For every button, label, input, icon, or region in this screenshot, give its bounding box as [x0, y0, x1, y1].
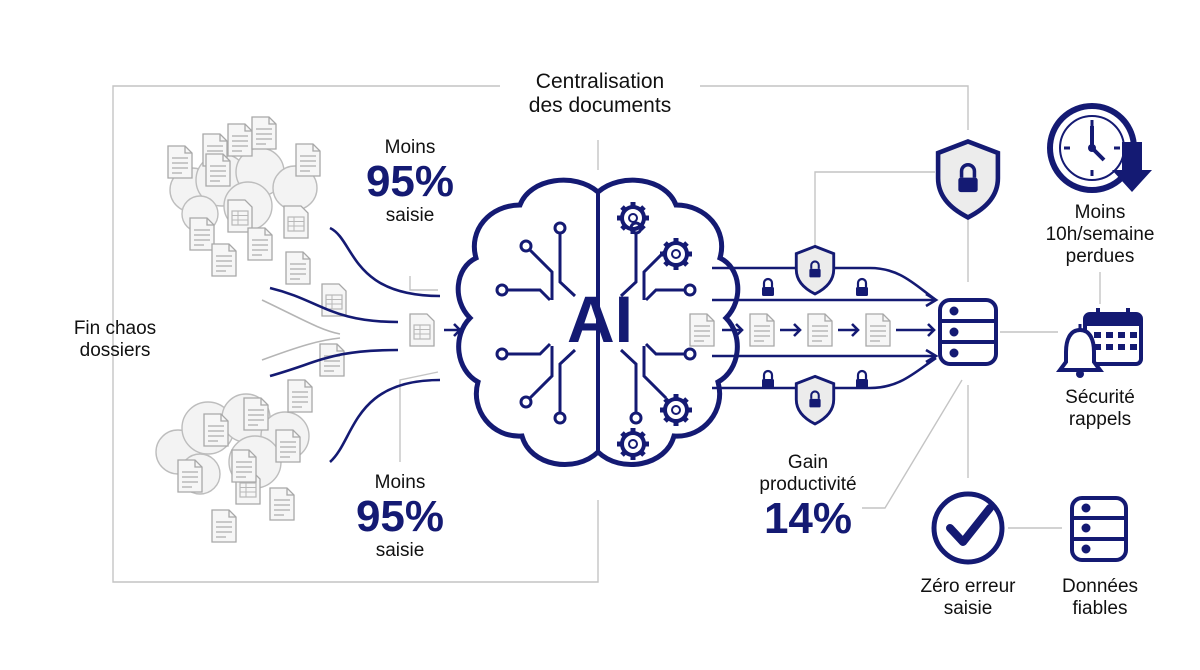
stat-top-suffix: saisie: [385, 205, 435, 227]
zero-error-line-1: Zéro erreur: [920, 576, 1016, 597]
calendar-icon: [1083, 308, 1143, 366]
reliable-data-line-1: Données: [1061, 576, 1139, 597]
reliable-data-line-2: fiables: [1072, 597, 1128, 619]
stat-top-value: 95%: [365, 156, 455, 206]
time-saved-line-2: 10h/semaine: [1045, 223, 1155, 245]
stat-bottom-prefix: Moins: [374, 472, 426, 493]
database-icon: [938, 298, 998, 366]
ai-label: AI: [567, 282, 633, 356]
pipeline-lines: [712, 266, 939, 390]
stat-top: Moins 95% saisie: [350, 137, 470, 227]
time-saved-line-3: perdues: [1065, 245, 1135, 267]
stat-top-prefix: Moins: [384, 137, 436, 158]
security-line-1: Sécurité: [1065, 387, 1135, 408]
funnel-lines-gray: [261, 299, 341, 361]
check-circle-icon: [931, 491, 1005, 565]
arrow-icons: [722, 323, 936, 337]
stat-bottom-value: 95%: [355, 491, 445, 541]
down-arrow-icon: [1112, 142, 1152, 192]
brain-icon: [455, 177, 741, 467]
gain-line-2: productivité: [759, 473, 857, 495]
bell-icon: [1056, 324, 1104, 378]
security-label: Sécurité rappels: [1040, 387, 1160, 431]
title-label: Centralisation des documents: [470, 70, 730, 118]
left-label-line-2: dossiers: [79, 339, 151, 361]
left-label: Fin chaos dossiers: [40, 318, 190, 362]
title-line-2: des documents: [528, 94, 672, 118]
gain-line-1: Gain: [787, 452, 829, 473]
gain-value: 14%: [763, 493, 853, 543]
time-saved-label: Moins 10h/semaine perdues: [1030, 202, 1170, 268]
cloud-icon: [169, 147, 318, 233]
frame-lines: [112, 85, 1101, 583]
left-label-line-1: Fin chaos: [73, 318, 157, 339]
title-line-1: Centralisation: [535, 70, 665, 93]
arrow-icons: [444, 323, 462, 337]
funnel-lines: [269, 226, 441, 463]
database-icon: [1070, 496, 1128, 562]
time-saved-line-1: Moins: [1074, 202, 1126, 223]
stat-bottom-suffix: saisie: [375, 540, 425, 562]
security-line-2: rappels: [1068, 408, 1132, 430]
zero-error-label: Zéro erreur saisie: [900, 576, 1036, 620]
stat-bottom: Moins 95% saisie: [340, 472, 460, 562]
reliable-data-label: Données fiables: [1040, 576, 1160, 620]
zero-error-line-2: saisie: [943, 597, 993, 619]
gain-label: Gain productivité 14%: [738, 452, 878, 542]
